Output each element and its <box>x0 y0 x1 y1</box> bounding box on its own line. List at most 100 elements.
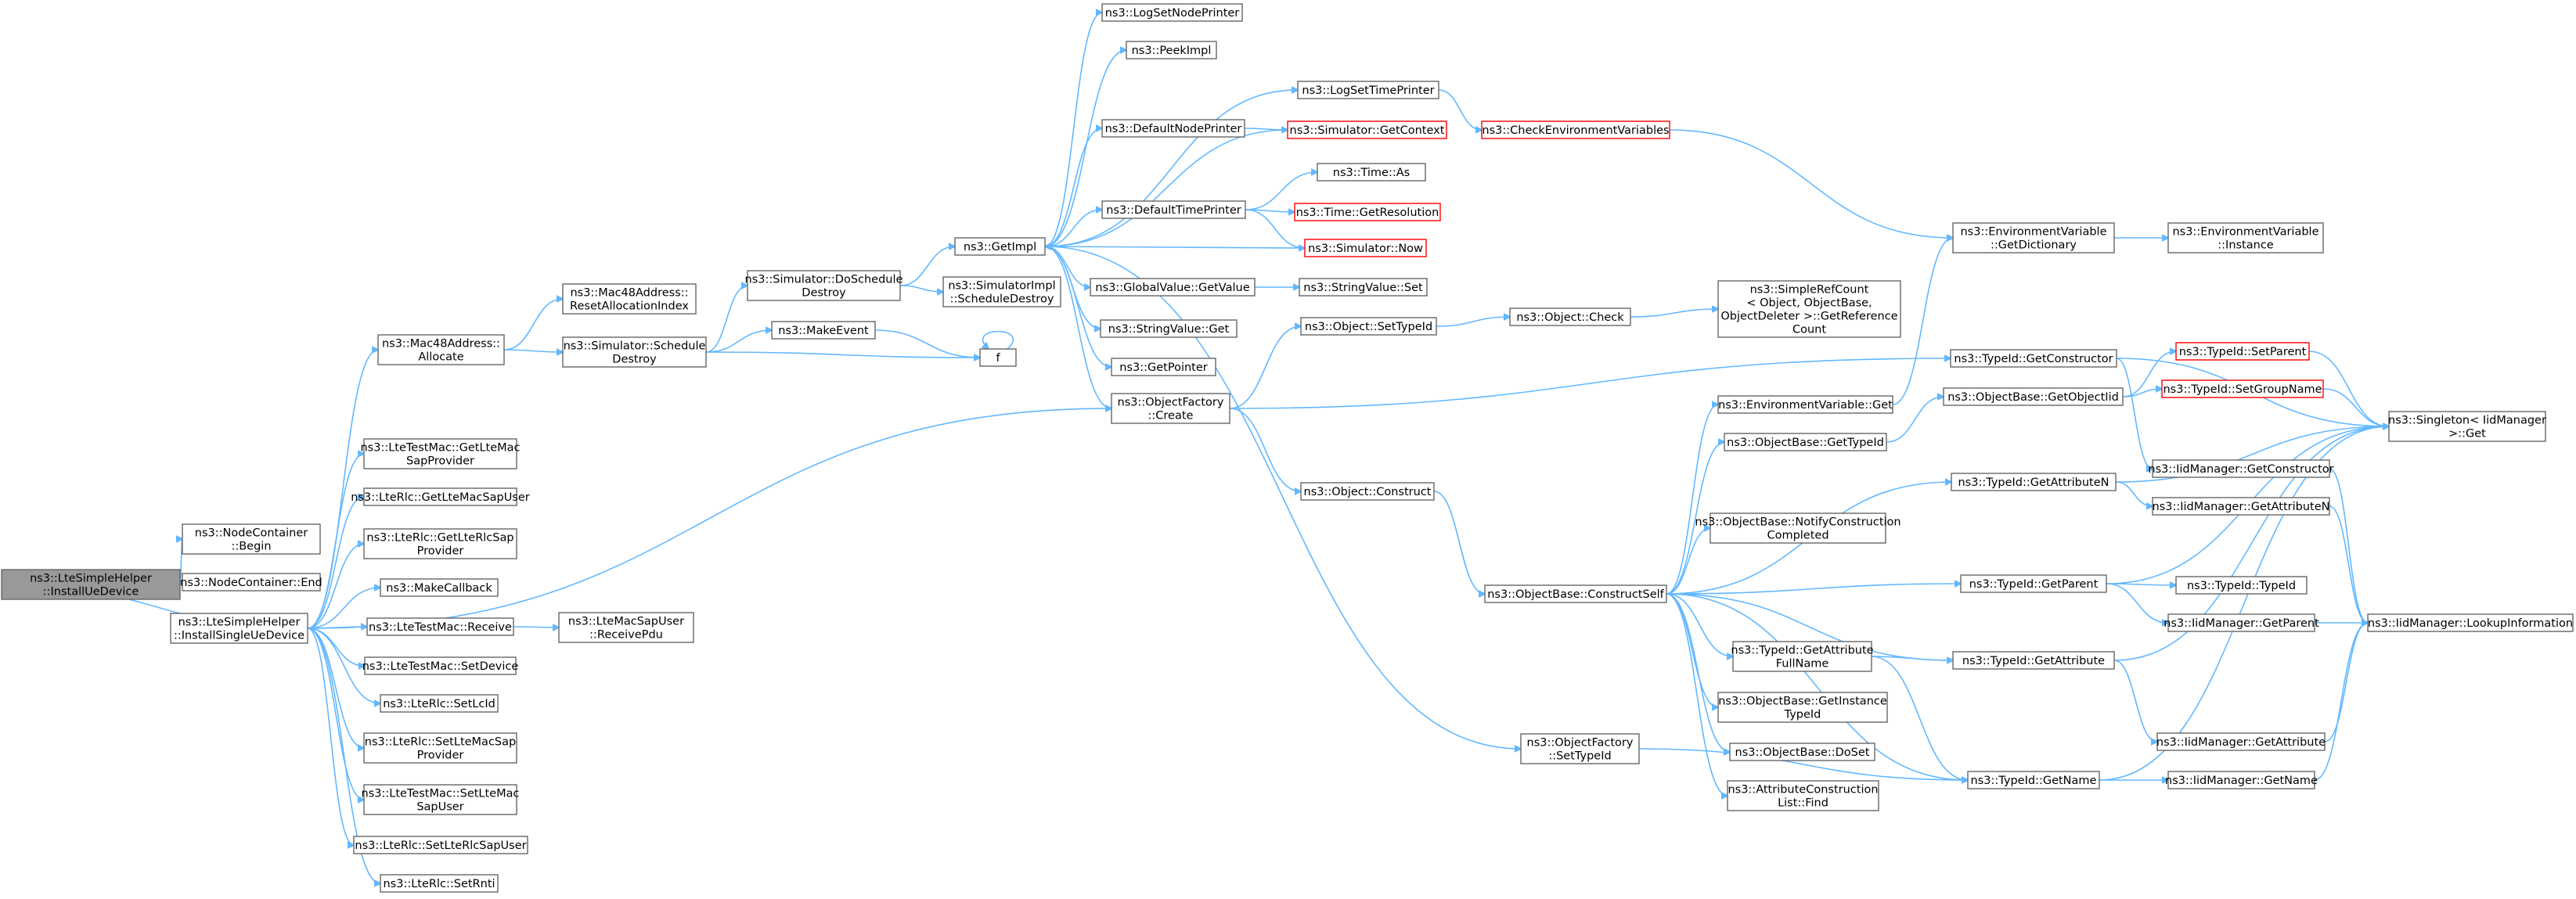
function-node-install[interactable]: ns3::LteSimpleHelper::InstallSingleUeDev… <box>170 613 308 644</box>
function-node-iidgetattrn[interactable]: ns3::IidManager::GetAttributeN <box>2152 497 2330 516</box>
function-node-envinstance[interactable]: ns3::EnvironmentVariable::Instance <box>2167 222 2324 254</box>
function-node-box <box>1950 349 2117 368</box>
function-node-label: ::Create <box>1148 410 1194 423</box>
function-node-label: f <box>996 352 1000 365</box>
function-node-defnodeprinter[interactable]: ns3::DefaultNodePrinter <box>1101 119 1245 138</box>
function-node-box <box>2152 459 2330 478</box>
function-node-resetalloc[interactable]: ns3::Mac48Address::ResetAllocationIndex <box>562 283 697 315</box>
function-node-root[interactable]: ns3::LteSimpleHelper::InstallUeDevice <box>1 569 181 600</box>
function-node-box <box>1520 733 1640 764</box>
function-node-objcheck[interactable]: ns3::Object::Check <box>1509 307 1631 326</box>
function-node-label: Provider <box>417 545 464 558</box>
function-node-strvalget[interactable]: ns3::StringValue::Get <box>1100 319 1238 338</box>
function-node-receive[interactable]: ns3::LteTestMac::Receive <box>366 617 514 636</box>
function-node-tidsetgroup[interactable]: ns3::TypeId::SetGroupName <box>2161 379 2324 398</box>
function-node-obgetobjtid[interactable]: ns3::ObjectBase::GetObjectIid <box>1943 387 2124 406</box>
function-node-tidgetattr[interactable]: ns3::TypeId::GetAttribute <box>1952 651 2115 670</box>
function-node-box <box>562 283 697 315</box>
function-node-iidgetparent[interactable]: ns3::IidManager::GetParent <box>2163 613 2319 632</box>
function-node-constructself[interactable]: ns3::ObjectBase::ConstructSelf <box>1484 584 1667 603</box>
function-node-strvalset[interactable]: ns3::StringValue::Set <box>1299 278 1428 297</box>
function-node-schedDestroy[interactable]: ns3::Simulator::ScheduleDestroy <box>562 336 707 368</box>
call-edge-ofcreate-to-objconstruct <box>1229 408 1301 491</box>
function-node-tidtypeid[interactable]: ns3::TypeId::TypeId <box>2175 576 2308 595</box>
function-node-makecallback[interactable]: ns3::MakeCallback <box>380 578 499 597</box>
function-node-tidsetparent[interactable]: ns3::TypeId::SetParent <box>2175 342 2310 361</box>
function-node-deftimeprinter[interactable]: ns3::DefaultTimePrinter <box>1101 200 1246 219</box>
function-node-simnow[interactable]: ns3::Simulator::Now <box>1304 239 1427 257</box>
function-node-iidlookup[interactable]: ns3::IidManager::LookupInformation <box>2367 613 2574 632</box>
function-node-box <box>380 578 499 597</box>
function-node-tidgetparent[interactable]: ns3::TypeId::GetParent <box>1960 574 2107 593</box>
function-node-box <box>380 874 499 893</box>
function-node-label: ns3::Object::Check <box>1516 311 1624 324</box>
function-node-setlcid[interactable]: ns3::LteRlc::SetLcId <box>380 694 499 713</box>
function-node-envgetdict[interactable]: ns3::EnvironmentVariable::GetDictionary <box>1952 222 2115 254</box>
function-node-obdoset[interactable]: ns3::ObjectBase::DoSet <box>1729 743 1875 761</box>
call-edge-iidgetattr-to-iidlookup <box>2324 623 2368 743</box>
function-node-envget[interactable]: ns3::EnvironmentVariable::Get <box>1717 395 1893 414</box>
function-node-notifyconstr[interactable]: ns3::ObjectBase::NotifyConstructionCompl… <box>1695 512 1901 544</box>
call-edge-objsettypeid-to-objcheck <box>1436 317 1510 327</box>
function-node-objconstruct[interactable]: ns3::Object::Construct <box>1300 482 1435 501</box>
function-node-label: Destroy <box>612 354 657 366</box>
function-node-allocate[interactable]: ns3::Mac48Address::Allocate <box>377 334 505 365</box>
function-node-ncend[interactable]: ns3::NodeContainer::End <box>180 573 322 592</box>
function-node-tidgetname[interactable]: ns3::TypeId::GetName <box>1967 771 2100 789</box>
function-node-f[interactable]: f <box>979 348 1017 367</box>
function-node-ncbegin[interactable]: ns3::NodeContainer::Begin <box>182 523 321 555</box>
function-node-peekimpl[interactable]: ns3::PeekImpl <box>1126 41 1217 59</box>
call-edge-install-to-getrlcsap <box>307 544 364 629</box>
function-node-simplerefcount[interactable]: ns3::SimpleRefCount< Object, ObjectBase,… <box>1717 280 1901 338</box>
function-node-logsettime[interactable]: ns3::LogSetTimePrinter <box>1297 81 1439 99</box>
function-node-obgettypeid[interactable]: ns3::ObjectBase::GetTypeId <box>1724 433 1887 451</box>
call-edge-constructself-to-obgetinstance <box>1666 593 1718 707</box>
function-node-box <box>1717 692 1888 723</box>
function-node-iidgetattr[interactable]: ns3::IidManager::GetAttribute <box>2156 732 2326 751</box>
call-edge-tidsetparent-to-singletonget <box>2308 351 2389 426</box>
function-node-tidgetattrn[interactable]: ns3::TypeId::GetAttributeN <box>1951 473 2117 491</box>
function-node-ofcreate[interactable]: ns3::ObjectFactory::Create <box>1111 393 1230 424</box>
function-node-setrlcsapuser[interactable]: ns3::LteRlc::SetLteRlcSapUser <box>353 836 528 854</box>
function-node-setrnti[interactable]: ns3::LteRlc::SetRnti <box>380 874 499 893</box>
function-node-setdevice[interactable]: ns3::LteTestMac::SetDevice <box>362 656 519 675</box>
function-node-objsettypeid[interactable]: ns3::Object::SetTypeId <box>1300 317 1437 336</box>
call-edge-constructself-to-acllfind <box>1666 593 1728 796</box>
function-node-checkenv[interactable]: ns3::CheckEnvironmentVariables <box>1481 120 1670 139</box>
function-node-timegetres[interactable]: ns3::Time::GetResolution <box>1294 203 1441 221</box>
function-node-ofsettypeid[interactable]: ns3::ObjectFactory::SetTypeId <box>1520 733 1640 764</box>
function-node-singletonget[interactable]: ns3::Singleton< IidManager>::Get <box>2388 411 2546 442</box>
function-node-implSchedDestroy[interactable]: ns3::SimulatorImpl::ScheduleDestroy <box>942 276 1061 307</box>
function-node-label: ns3::ObjectBase::DoSet <box>1735 746 1870 759</box>
function-node-logsetnode[interactable]: ns3::LogSetNodePrinter <box>1101 3 1243 22</box>
call-edge-obgetobjtid-to-tidsetgroup <box>2122 389 2162 397</box>
function-node-timeas[interactable]: ns3::Time::As <box>1317 163 1426 182</box>
function-node-box <box>1304 239 1427 257</box>
call-edge-tidgetattrn-to-singletonget <box>2115 426 2389 483</box>
function-node-label: SapProvider <box>406 455 474 468</box>
function-node-simgetctx[interactable]: ns3::Simulator::GetContext <box>1287 120 1447 139</box>
function-node-iidgetname[interactable]: ns3::IidManager::GetName <box>2165 771 2318 789</box>
function-node-gvgetvalue[interactable]: ns3::GlobalValue::GetValue <box>1090 278 1256 297</box>
call-edge-constructself-to-notifyconstr <box>1666 528 1710 595</box>
function-node-receivepdu[interactable]: ns3::LteMacSapUser::ReceivePdu <box>558 612 694 643</box>
function-node-getpointer[interactable]: ns3::GetPointer <box>1111 358 1216 376</box>
function-node-label: ns3::ObjectBase::GetInstance <box>1718 696 1887 708</box>
function-node-label: ns3::StringValue::Set <box>1303 282 1423 294</box>
function-node-box <box>1484 584 1667 603</box>
function-node-label: ObjectDeleter >::GetReference <box>1720 311 1897 323</box>
function-node-getimpl[interactable]: ns3::GetImpl <box>954 237 1046 256</box>
function-node-makeevent[interactable]: ns3::MakeEvent <box>771 321 876 340</box>
function-node-iidgetconstr[interactable]: ns3::IidManager::GetConstructor <box>2148 459 2334 478</box>
function-node-getmacsapuser[interactable]: ns3::LteRlc::GetLteMacSapUser <box>351 487 530 506</box>
function-node-tidgetconstr[interactable]: ns3::TypeId::GetConstructor <box>1950 349 2117 368</box>
function-node-box <box>1101 200 1246 219</box>
